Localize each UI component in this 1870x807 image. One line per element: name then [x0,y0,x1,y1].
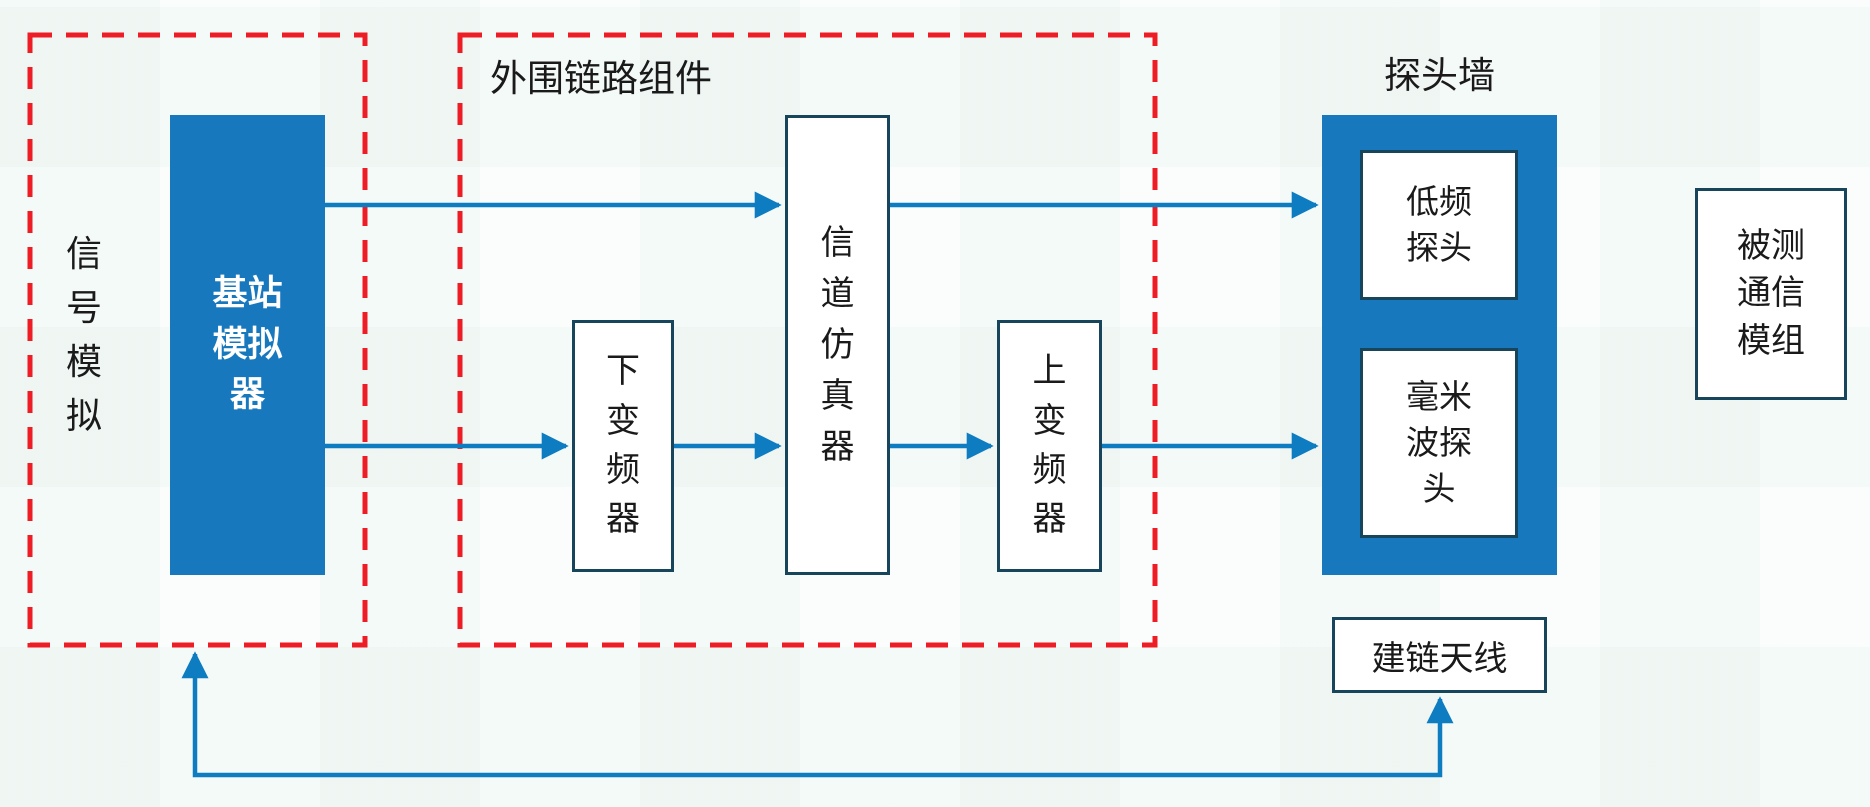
node-base-station-simulator: 基站 模拟 器 [170,115,325,575]
node-low-frequency-probe: 低频 探头 [1360,150,1518,300]
node-dut-communication-module: 被测 通信 模组 [1695,188,1847,400]
node-channel-emulator: 信 道 仿 真 器 [785,115,890,575]
node-up-converter: 上 变 频 器 [997,320,1102,572]
group-peripheral-components-label: 外围链路组件 [490,57,712,100]
node-down-converter: 下 变 频 器 [572,320,674,572]
arrow-link-antenna-feedback [181,651,1454,778]
node-mmwave-probe: 毫米 波探 头 [1360,348,1518,538]
group-signal-simulation-label: 信 号 模 拟 [65,234,102,437]
node-link-antenna: 建链天线 [1332,617,1547,693]
probe-wall-title: 探头墙 [1384,54,1495,97]
